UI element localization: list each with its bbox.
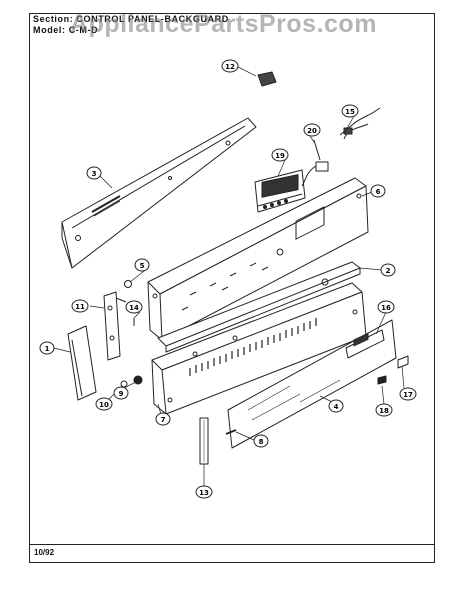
callout-9: 9 [113, 386, 129, 400]
svg-text:6: 6 [376, 188, 381, 196]
svg-text:2: 2 [386, 267, 391, 275]
callouts: 3 12 15 20 19 6 2 5 11 14 16 1 10 9 7 4 … [39, 59, 417, 499]
svg-text:18: 18 [379, 407, 389, 415]
part-12-switch [257, 71, 277, 87]
part-6-backguard-frame [147, 177, 369, 341]
callout-8: 8 [253, 434, 269, 448]
callout-18: 18 [375, 403, 393, 417]
callout-16: 16 [377, 300, 395, 314]
part-1-side-trim [67, 325, 97, 401]
drawing-frame [29, 13, 435, 563]
svg-text:13: 13 [199, 489, 209, 497]
part-7-control-panel [151, 282, 367, 415]
part-15-wire-harness [339, 107, 381, 140]
part-3-rear-panel [61, 117, 257, 269]
svg-text:11: 11 [75, 303, 85, 311]
callout-15: 15 [341, 104, 359, 118]
callout-4: 4 [328, 399, 344, 413]
callout-17: 17 [399, 387, 417, 401]
part-20-connector [301, 139, 329, 187]
svg-text:5: 5 [140, 262, 145, 270]
svg-text:12: 12 [225, 63, 235, 71]
svg-text:16: 16 [381, 304, 391, 312]
callout-7: 7 [155, 412, 171, 426]
callout-12: 12 [221, 59, 239, 73]
svg-text:3: 3 [92, 170, 97, 178]
callout-11: 11 [71, 299, 89, 313]
callout-19: 19 [271, 148, 289, 162]
svg-text:19: 19 [275, 152, 285, 160]
svg-text:17: 17 [403, 391, 413, 399]
part-13-end-strip [199, 417, 209, 465]
part-16-display-window [345, 329, 385, 359]
model-line: Model: C-M-D [33, 25, 99, 35]
callout-14: 14 [125, 300, 143, 314]
callout-2: 2 [380, 263, 396, 277]
svg-text:20: 20 [307, 127, 317, 135]
svg-text:4: 4 [334, 403, 339, 411]
callout-1: 1 [39, 341, 55, 355]
svg-text:15: 15 [345, 108, 355, 116]
svg-text:14: 14 [129, 304, 139, 312]
callout-10: 10 [95, 397, 113, 411]
svg-text:9: 9 [119, 390, 124, 398]
callout-5: 5 [134, 258, 150, 272]
svg-text:8: 8 [259, 438, 264, 446]
svg-text:7: 7 [161, 416, 166, 424]
callout-20: 20 [303, 123, 321, 137]
callout-3: 3 [86, 166, 102, 180]
footer-divider [29, 544, 435, 545]
svg-text:10: 10 [99, 401, 109, 409]
callout-13: 13 [195, 485, 213, 499]
hardware-parts [120, 280, 409, 435]
callout-6: 6 [370, 184, 386, 198]
section-title: Section: CONTROL PANEL-BACKGUARD [33, 14, 229, 24]
watermark: AppliancePartsPros.com [70, 10, 377, 38]
part-11-bracket [103, 291, 127, 361]
part-19-clock-module [254, 169, 306, 213]
svg-text:1: 1 [45, 345, 50, 353]
date-code: 10/92 [34, 548, 55, 557]
